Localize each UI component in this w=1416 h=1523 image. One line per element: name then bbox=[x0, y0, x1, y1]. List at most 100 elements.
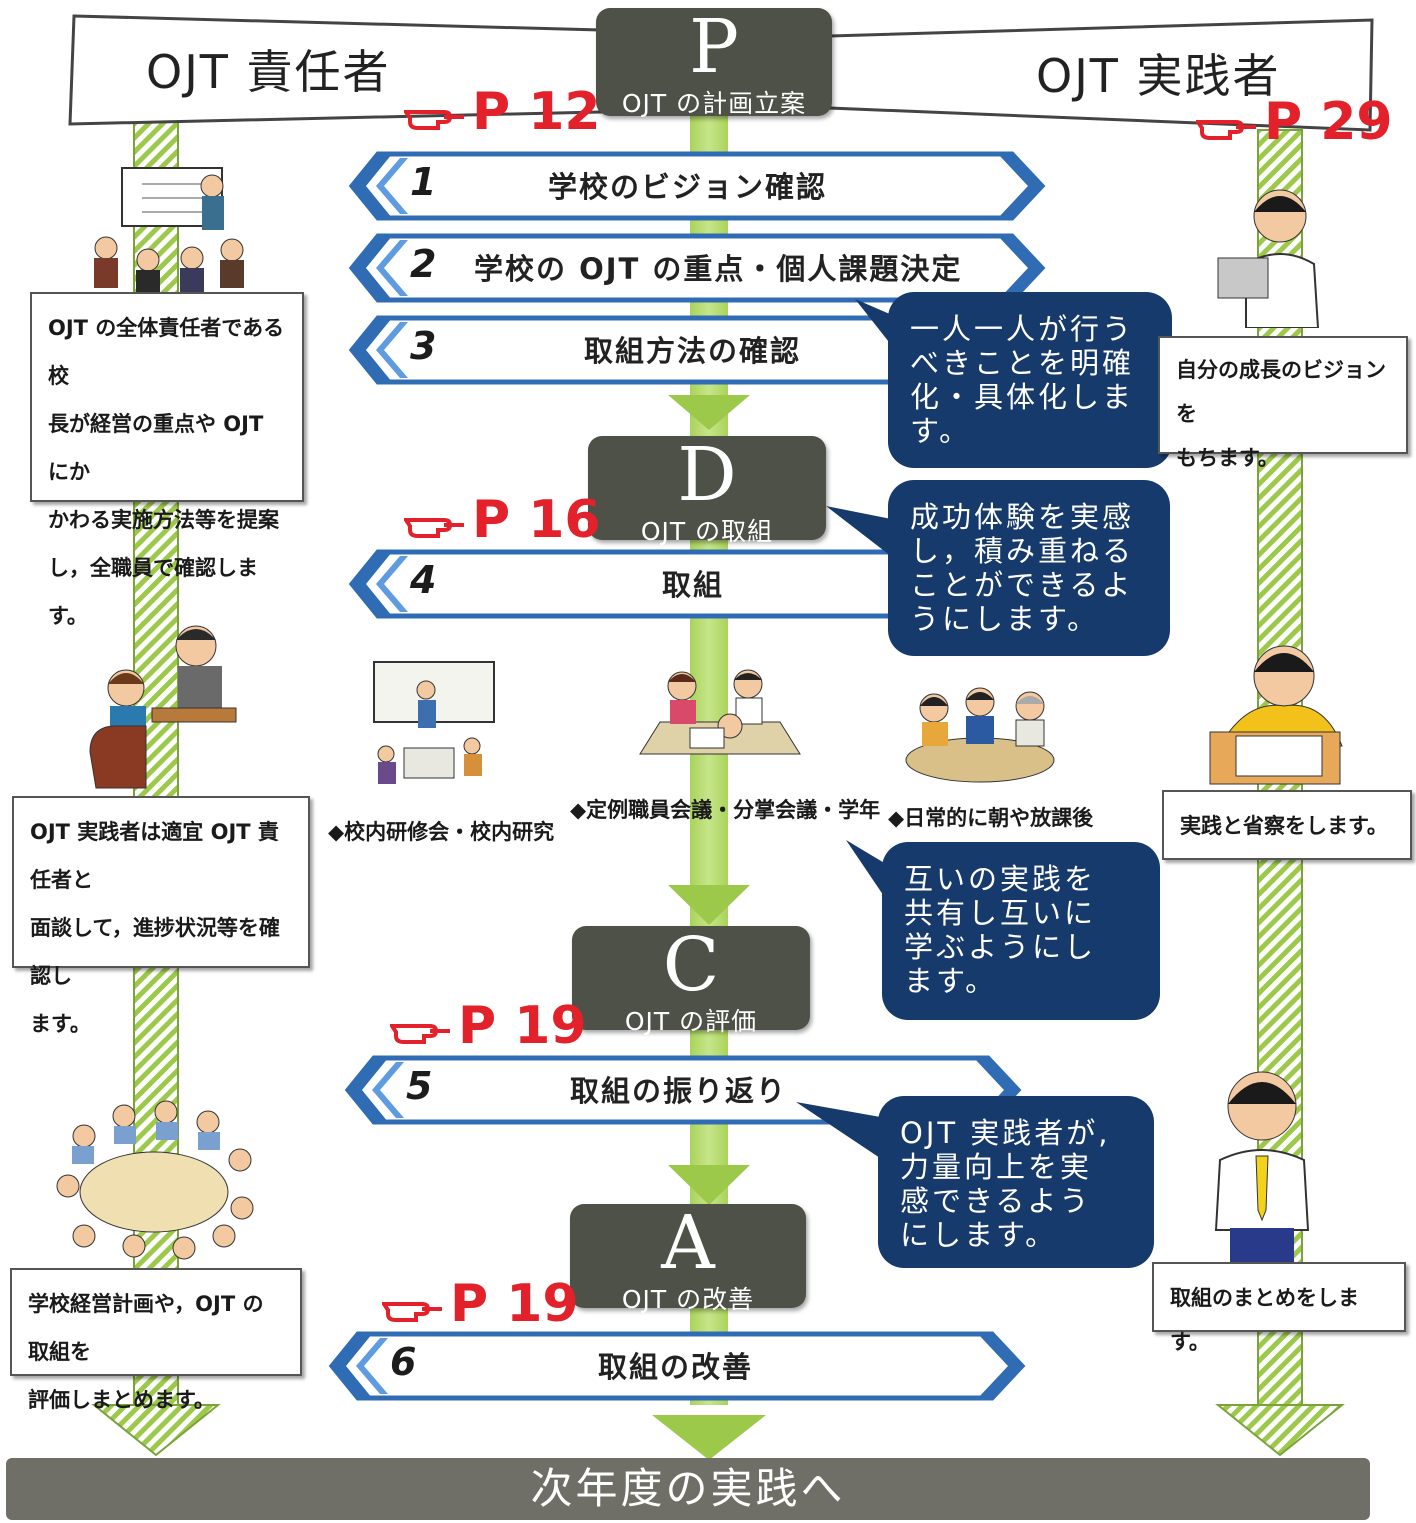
page-ref-check-text: P 19 bbox=[458, 996, 587, 1056]
arrow-c-to-a bbox=[668, 1165, 750, 1205]
callout-share: 互いの実践を 共有し互いに 学ぶようにし ます。 bbox=[882, 842, 1160, 1020]
step-4-label: 取組 bbox=[662, 568, 725, 602]
staff-meeting-illustration bbox=[56, 1100, 254, 1260]
meeting-scene-illustration bbox=[639, 669, 801, 755]
callout-line: ます。 bbox=[904, 964, 998, 998]
callout-line: し，積み重ねる bbox=[910, 534, 1135, 568]
step-5-number: 5 bbox=[406, 1064, 433, 1108]
pointing-hand-icon bbox=[380, 1281, 444, 1333]
phase-check-title: OJT の評価 bbox=[624, 1007, 758, 1036]
arrow-a-to-next bbox=[652, 1415, 766, 1460]
step-3-number: 3 bbox=[410, 324, 437, 368]
callout-line: 学ぶようにし bbox=[904, 930, 1097, 964]
callout-line: べきことを明確 bbox=[910, 346, 1135, 380]
left-column-arrow bbox=[91, 1404, 221, 1457]
page-ref-act-text: P 19 bbox=[450, 1274, 579, 1334]
step-4-bar[interactable]: 4 取組 bbox=[348, 548, 908, 620]
callout-clarify: 一人一人が行う べきことを明確 化・具体化しま す。 bbox=[888, 292, 1172, 468]
caption-daily: ◆日常的に朝や放課後 bbox=[888, 806, 1094, 830]
next-year-banner: 次年度の実践へ bbox=[6, 1458, 1370, 1520]
page-ref-do[interactable]: P 16 bbox=[402, 494, 601, 549]
responsible-role-title: OJT 責任者 bbox=[146, 45, 391, 99]
callout-line: 化・具体化しま bbox=[910, 380, 1135, 414]
step-5-bar[interactable]: 5 取組の振り返り bbox=[344, 1054, 1024, 1126]
caption-training: ◆校内研修会・校内研究 bbox=[328, 820, 555, 844]
page-ref-plan-text: P 12 bbox=[472, 82, 601, 142]
arrow-p-to-d bbox=[668, 395, 750, 430]
phase-plan-box: P OJT の計画立案 bbox=[596, 4, 832, 118]
callout-line: す。 bbox=[910, 414, 972, 448]
step-3-label: 取組方法の確認 bbox=[584, 334, 802, 368]
page-ref-practitioner[interactable]: P 29 bbox=[1194, 96, 1393, 151]
note-line: ます。 bbox=[30, 1012, 91, 1036]
page-ref-check[interactable]: P 19 bbox=[388, 1000, 587, 1055]
responsible-note-plan: OJT の全体責任者である校 長が経営の重点や OJT にか かわる実施方法等を… bbox=[30, 292, 304, 628]
note-line: OJT 実践者は適宜 OJT 責任者と bbox=[30, 820, 279, 892]
callout-line: 力量向上を実 bbox=[900, 1150, 1093, 1184]
phase-check-letter: C bbox=[662, 922, 720, 1008]
callout-growth: OJT 実践者が, 力量向上を実 感できるよう にします。 bbox=[878, 1096, 1154, 1268]
page-ref-plan[interactable]: P 12 bbox=[402, 86, 601, 141]
note-line: もちます。 bbox=[1176, 446, 1279, 470]
pointing-hand-icon bbox=[402, 89, 466, 141]
note-line: 実践と省察をします。 bbox=[1180, 814, 1388, 838]
phase-do-title: OJT の取組 bbox=[640, 517, 774, 546]
note-line: OJT の全体責任者である校 bbox=[48, 316, 285, 388]
callout-line: OJT 実践者が, bbox=[900, 1116, 1111, 1150]
callout-line: ことができるよ bbox=[910, 568, 1134, 602]
page-ref-act[interactable]: P 19 bbox=[380, 1278, 579, 1333]
step-1-number: 1 bbox=[410, 160, 437, 204]
step-1-bar[interactable]: 1 学校のビジョン確認 bbox=[348, 150, 1048, 222]
step-bar-shape bbox=[328, 1331, 1026, 1401]
step-6-bar[interactable]: 6 取組の改善 bbox=[328, 1330, 1028, 1402]
caption-meetings: ◆定例職員会議・分掌会議・学年 bbox=[570, 798, 881, 822]
teacher-writing-illustration bbox=[1209, 645, 1343, 785]
pointing-hand-icon bbox=[388, 1003, 452, 1055]
step-bar-shape bbox=[348, 151, 1046, 221]
step-6-number: 6 bbox=[390, 1340, 417, 1384]
practitioner-role-title: OJT 実践者 bbox=[1036, 49, 1281, 103]
arrow-d-to-c bbox=[668, 885, 750, 925]
interview-illustration bbox=[89, 625, 237, 789]
training-scene-illustration bbox=[373, 661, 495, 784]
step-5-label: 取組の振り返り bbox=[570, 1074, 788, 1108]
page-ref-do-text: P 16 bbox=[472, 490, 601, 550]
phase-act-title: OJT の改善 bbox=[621, 1285, 755, 1314]
phase-do-box: D OJT の取組 bbox=[588, 432, 826, 546]
step-1-label: 学校のビジョン確認 bbox=[548, 170, 828, 204]
practitioner-note-practice: 実践と省察をします。 bbox=[1162, 790, 1412, 860]
step-4-number: 4 bbox=[410, 558, 437, 602]
phase-plan-title: OJT の計画立案 bbox=[621, 89, 807, 118]
responsible-note-interview: OJT 実践者は適宜 OJT 責任者と 面談して，進捗状況等を確認し ます。 bbox=[12, 796, 310, 1036]
callout-4-tail bbox=[796, 1102, 886, 1162]
callout-line: 一人一人が行う bbox=[910, 312, 1135, 346]
responsible-note-evaluate: 学校経営計画や，OJT の取組を 評価しまとめます。 bbox=[10, 1268, 302, 1412]
callout-2-tail bbox=[826, 506, 896, 560]
callout-line: にします。 bbox=[900, 1218, 1058, 1252]
right-column-arrow bbox=[1215, 1404, 1345, 1457]
phase-check-box: C OJT の評価 bbox=[572, 922, 810, 1036]
note-line: 面談して，進捗状況等を確認し bbox=[30, 916, 280, 988]
principal-presenting-illustration bbox=[94, 167, 244, 292]
daily-talk-illustration bbox=[905, 687, 1055, 783]
phase-plan-letter: P bbox=[689, 4, 739, 90]
callout-line: 感できるよう bbox=[900, 1184, 1092, 1218]
callout-success: 成功体験を実感 し，積み重ねる ことができるよ うにします。 bbox=[888, 480, 1170, 656]
callout-line: 成功体験を実感 bbox=[910, 500, 1135, 534]
practitioner-note-vision: 自分の成長のビジョンを もちます。 bbox=[1158, 336, 1408, 470]
phase-act-box: A OJT の改善 bbox=[570, 1200, 806, 1314]
note-line: 評価しまとめます。 bbox=[28, 1388, 215, 1412]
step-2-label: 学校の OJT の重点・個人課題決定 bbox=[474, 252, 963, 286]
pointing-hand-icon bbox=[1194, 99, 1258, 151]
note-line: 取組のまとめをします。 bbox=[1170, 1286, 1359, 1354]
page-ref-practitioner-text: P 29 bbox=[1264, 92, 1393, 152]
step-6-label: 取組の改善 bbox=[598, 1350, 754, 1384]
pointing-hand-icon bbox=[402, 497, 466, 549]
note-line: かわる実施方法等を提案 bbox=[48, 508, 279, 532]
teacher-standing-illustration bbox=[1214, 1071, 1310, 1268]
callout-line: 共有し互いに bbox=[904, 896, 1097, 930]
callout-line: うにします。 bbox=[910, 602, 1100, 636]
phase-act-letter: A bbox=[661, 1200, 715, 1286]
phase-do-letter: D bbox=[677, 432, 737, 518]
callout-line: 互いの実践を bbox=[904, 862, 1097, 896]
